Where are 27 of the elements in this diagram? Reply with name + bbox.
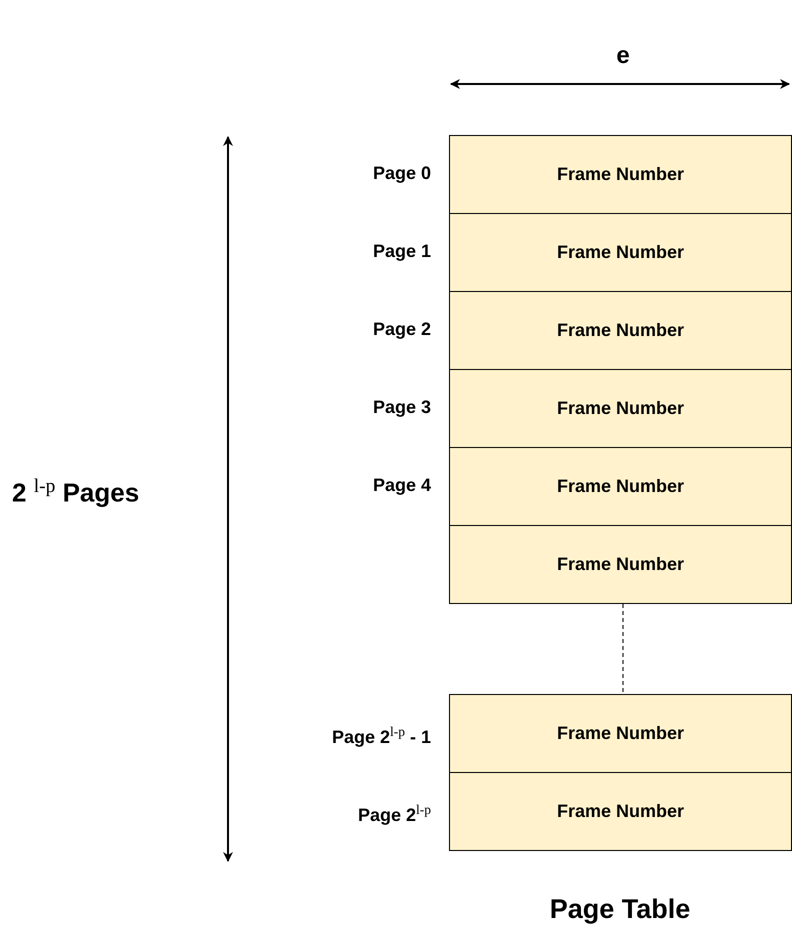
cell-text: Frame Number bbox=[556, 398, 684, 419]
frame-number-box bbox=[449, 447, 792, 526]
cell-text: Frame Number bbox=[556, 164, 684, 185]
frame-number-box bbox=[449, 213, 792, 292]
dimension-label: e bbox=[616, 42, 630, 70]
cell-text: Frame Number bbox=[556, 554, 684, 575]
frame-number-box bbox=[449, 772, 792, 851]
page-label: Page 4 bbox=[372, 474, 431, 496]
page-label: Page 1 bbox=[372, 240, 431, 262]
cell-text: Frame Number bbox=[556, 320, 684, 341]
table-title: Page Table bbox=[550, 894, 690, 925]
page-label: Page 2 bbox=[372, 318, 431, 340]
dashed-connector bbox=[622, 604, 624, 694]
frame-number-box bbox=[449, 525, 792, 604]
axis-label: 2 $^{l-p}$ Pages bbox=[12, 476, 140, 509]
frame-number-box bbox=[449, 291, 792, 370]
cell-text: Frame Number bbox=[556, 723, 684, 744]
page-label: Page 3 bbox=[372, 396, 431, 418]
frame-number-box bbox=[449, 135, 792, 214]
frame-number-box bbox=[449, 694, 792, 773]
page-label: Page 2$^{l-p}$ - 1 bbox=[332, 722, 431, 748]
frame-number-box bbox=[449, 369, 792, 448]
cell-text: Frame Number bbox=[556, 801, 684, 822]
page-label: Page 2$^{l-p}$ bbox=[358, 800, 431, 826]
cell-text: Frame Number bbox=[556, 242, 684, 263]
page-label: Page 0 bbox=[372, 162, 431, 184]
cell-text: Frame Number bbox=[556, 476, 684, 497]
